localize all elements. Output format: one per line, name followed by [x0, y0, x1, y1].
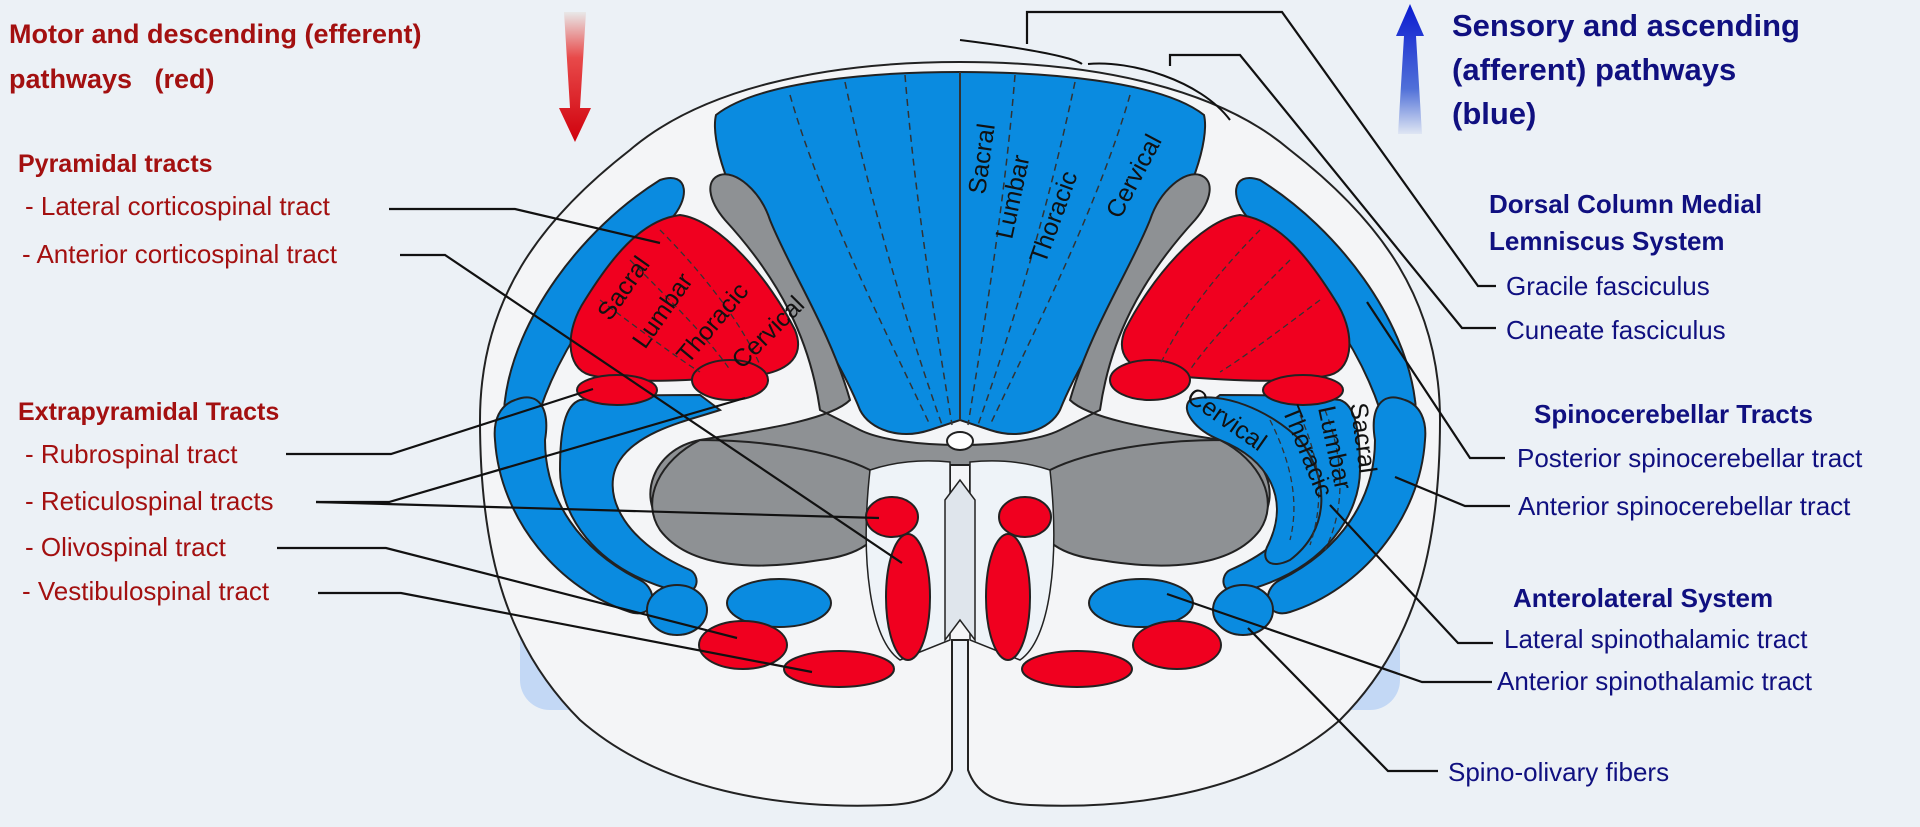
reticulospinal-label: - Reticulospinal tracts [25, 486, 274, 516]
sensory-title-line2: (afferent) pathways [1452, 52, 1737, 87]
gracile-fasciculus-label: Gracile fasciculus [1506, 271, 1710, 301]
dorsal-column-heading-line1: Dorsal Column Medial [1489, 189, 1763, 219]
rubrospinal-label: - Rubrospinal tract [25, 439, 238, 469]
afferent-arrow-icon [1396, 4, 1424, 134]
spino-olivary-label: Spino-olivary fibers [1448, 757, 1670, 787]
anterolateral-heading: Anterolateral System [1513, 583, 1774, 613]
central-canal [946, 431, 974, 451]
grey-matter-horn-left [651, 438, 882, 567]
lateral-corticospinal-label: - Lateral corticospinal tract [25, 191, 330, 221]
pyramidal-heading: Pyramidal tracts [18, 150, 213, 178]
anterior-median-fissure [944, 478, 976, 643]
olivospinal-label: - Olivospinal tract [25, 532, 226, 562]
cuneate-fasciculus-label: Cuneate fasciculus [1506, 315, 1726, 345]
segment-dividers [599, 229, 1341, 551]
anterior-spinothalamic-label: Anterior spinothalamic tract [1497, 666, 1813, 696]
dorsal-brackets [959, 39, 1231, 121]
posterior-spinocerebellar-label: Posterior spinocerebellar tract [1517, 443, 1863, 473]
anterior-spinocerebellar-label: Anterior spinocerebellar tract [1518, 491, 1851, 521]
spinocerebellar-heading: Spinocerebellar Tracts [1534, 399, 1813, 429]
motor-title-line2: pathways (red) [9, 64, 215, 94]
anterior-corticospinal-label: - Anterior corticospinal tract [22, 239, 338, 269]
motor-title-line1: Motor and descending (efferent) [9, 19, 422, 49]
efferent-red-tracts [569, 213, 1351, 688]
grey-matter-horn-right [1038, 438, 1269, 567]
dorsal-column-heading-line2: Lemniscus System [1489, 226, 1725, 256]
sensory-title-line1: Sensory and ascending [1452, 8, 1800, 43]
sensory-title-line3: (blue) [1452, 96, 1537, 131]
lateral-spinothalamic-label: Lateral spinothalamic tract [1504, 624, 1808, 654]
extrapyramidal-heading: Extrapyramidal Tracts [18, 398, 280, 426]
leader-lines [277, 10, 1510, 773]
vestibulospinal-label: - Vestibulospinal tract [22, 576, 270, 606]
efferent-arrow-icon [559, 12, 591, 142]
